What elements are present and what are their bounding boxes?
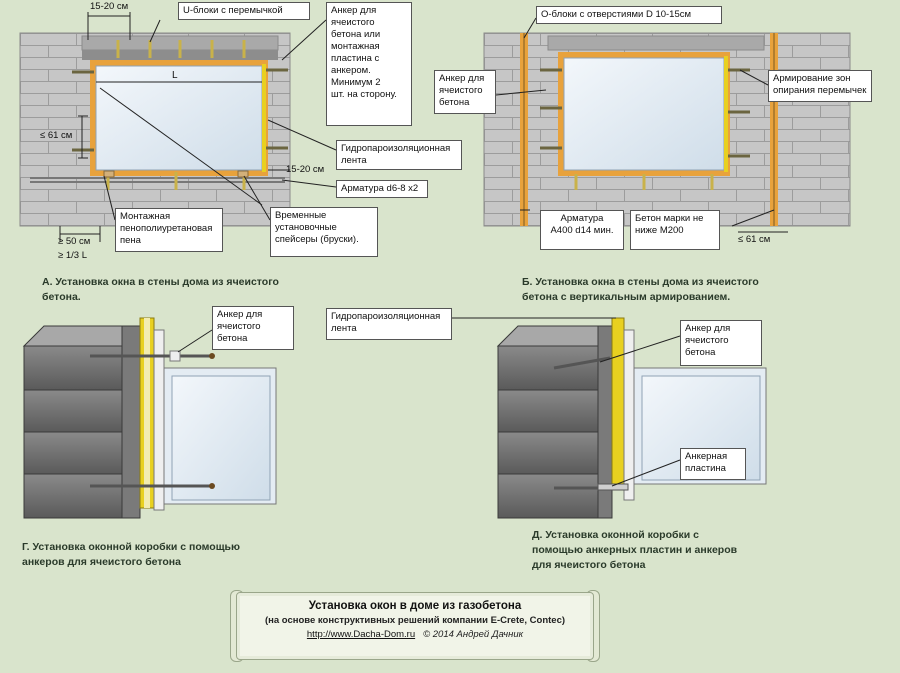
- footer-credits: http://www.Dacha-Dom.ru © 2014 Андрей Дач…: [237, 629, 593, 640]
- label-anchor-d-line: бетона: [685, 347, 716, 358]
- label-anchor-g-line: Анкер для: [217, 309, 263, 320]
- footer-banner: Установка окон в доме из газобетона (на …: [236, 592, 594, 660]
- label-anchor-b-line: ячеистого: [439, 85, 483, 96]
- label-anchor-a-line: Минимум 2: [331, 77, 381, 88]
- caption-panel-d-line: для ячеистого бетона: [532, 559, 646, 571]
- caption-panel-b-line: бетона с вертикальным армированием.: [522, 291, 731, 303]
- label-concrete-b: Бетон марки не ниже М200: [630, 210, 720, 250]
- label-plate-d-line: Анкерная: [685, 451, 728, 462]
- label-anchor-g-line: бетона: [217, 333, 248, 344]
- caption-panel-b: Б. Установка окна в стены дома из ячеист…: [522, 275, 759, 305]
- label-rebar-b-line: А400 d14 мин.: [550, 225, 614, 236]
- label-tape-a-line: лента: [341, 155, 367, 166]
- caption-panel-a: А. Установка окна в стены дома из ячеист…: [42, 275, 279, 305]
- label-anchor-d: Анкер для ячеистого бетона: [680, 320, 762, 366]
- label-anchor-g: Анкер для ячеистого бетона: [212, 306, 294, 350]
- label-anchor-a-line: анкером.: [331, 65, 371, 76]
- label-anchor-b-line: Анкер для: [439, 73, 485, 84]
- caption-panel-a-line: бетона.: [42, 291, 81, 303]
- label-tape-a-line: Гидропароизоляционная: [341, 143, 451, 154]
- label-rebar-b: Арматура А400 d14 мин.: [540, 210, 624, 250]
- label-foam-a-line: пена: [120, 235, 141, 246]
- label-tape-d: Гидропароизоляционная лента: [326, 308, 452, 340]
- label-anchor-a-line: бетона или: [331, 29, 381, 40]
- panel-a-wall: [19, 32, 291, 227]
- panel-a-dim-bottom2: ≥ 1/3 L: [58, 250, 87, 261]
- label-reinforcement-b: Армирование зон опирания перемычек: [768, 70, 872, 102]
- label-oblock: O-блоки с отверстиями D 10-15см: [536, 6, 722, 24]
- label-anchor-a-line: монтажная: [331, 41, 380, 52]
- label-tape-d-line: Гидропароизоляционная: [331, 311, 441, 322]
- panel-b-wall: [483, 32, 851, 227]
- label-rebar-a: Арматура d6-8 x2: [336, 180, 428, 198]
- caption-panel-a-line: А. Установка окна в стены дома из ячеист…: [42, 276, 279, 288]
- label-spacer-a-line: спейсеры (бруски).: [275, 234, 359, 245]
- label-anchor-d-line: ячеистого: [685, 335, 729, 346]
- caption-panel-b-line: Б. Установка окна в стены дома из ячеист…: [522, 276, 759, 288]
- label-spacer-a: Временные установочные спейсеры (бруски)…: [270, 207, 378, 257]
- caption-panel-d-line: Д. Установка оконной коробки с: [532, 529, 699, 541]
- footer-copyright: © 2014 Андрей Дачник: [423, 629, 524, 640]
- label-spacer-a-line: Временные: [275, 210, 327, 221]
- label-reinforcement-b-line: опирания перемычек: [773, 85, 867, 96]
- label-anchor-a-line: пластина с: [331, 53, 380, 64]
- panel-a-dim-top: 15-20 см: [90, 1, 129, 12]
- panel-a-dim-width: L: [172, 70, 178, 81]
- label-anchor-a: Анкер для ячеистого бетона или монтажная…: [326, 2, 412, 126]
- label-anchor-b-line: бетона: [439, 97, 470, 108]
- panel-a-dim-bottom1: ≥ 50 см: [58, 236, 91, 247]
- label-anchor-g-line: ячеистого: [217, 321, 261, 332]
- label-tape-a: Гидропароизоляционная лента: [336, 140, 462, 170]
- label-anchor-a-line: шт. на сторону.: [331, 89, 397, 100]
- footer-title: Установка окон в доме из газобетона: [308, 600, 522, 612]
- caption-panel-d-line: помощью анкерных пластин и анкеров: [532, 544, 738, 556]
- caption-panel-d: Д. Установка оконной коробки с помощью а…: [532, 528, 737, 573]
- panel-b-leaders: [495, 17, 788, 233]
- panel-b-dim-side: ≤ 61 см: [738, 234, 771, 245]
- label-concrete-b-line: ниже М200: [635, 225, 684, 236]
- panel-d-leaders: [452, 317, 681, 487]
- label-spacer-a-line: установочные: [275, 222, 337, 233]
- panel-a-dim-side: 15-20 см: [286, 164, 325, 175]
- label-anchor-d-line: Анкер для: [685, 323, 731, 334]
- label-anchor-b: Анкер для ячеистого бетона: [434, 70, 496, 114]
- label-foam-a: Монтажная пенополиуретановая пена: [115, 208, 223, 252]
- panel-g-wall: [22, 317, 277, 519]
- footer-subtitle: (на основе конструктивных решений компан…: [264, 615, 566, 626]
- label-rebar-b-line: Арматура: [560, 213, 604, 224]
- label-foam-a-line: пенополиуретановая: [120, 223, 213, 234]
- panel-a-leaders: [59, 12, 337, 242]
- caption-panel-g-line: Г. Установка оконной коробки с помощью: [22, 541, 240, 553]
- label-concrete-b-line: Бетон марки не: [635, 213, 704, 224]
- label-reinforcement-b-line: Армирование зон: [773, 73, 851, 84]
- label-anchor-a-line: Анкер для: [331, 5, 377, 16]
- caption-panel-g-line: анкеров для ячеистого бетона: [22, 556, 181, 568]
- label-ublock: U-блоки с перемычкой: [178, 2, 310, 20]
- panel-g-leader: [177, 329, 213, 353]
- label-tape-d-line: лента: [331, 323, 357, 334]
- caption-panel-g: Г. Установка оконной коробки с помощью а…: [22, 540, 240, 570]
- label-foam-a-line: Монтажная: [120, 211, 171, 222]
- label-plate-d-line: пластина: [685, 463, 726, 474]
- label-plate-d: Анкерная пластина: [680, 448, 746, 480]
- panel-a-dim-height: ≤ 61 см: [40, 130, 73, 141]
- footer-url-link[interactable]: http://www.Dacha-Dom.ru: [306, 629, 416, 640]
- label-anchor-a-line: ячеистого: [331, 17, 375, 28]
